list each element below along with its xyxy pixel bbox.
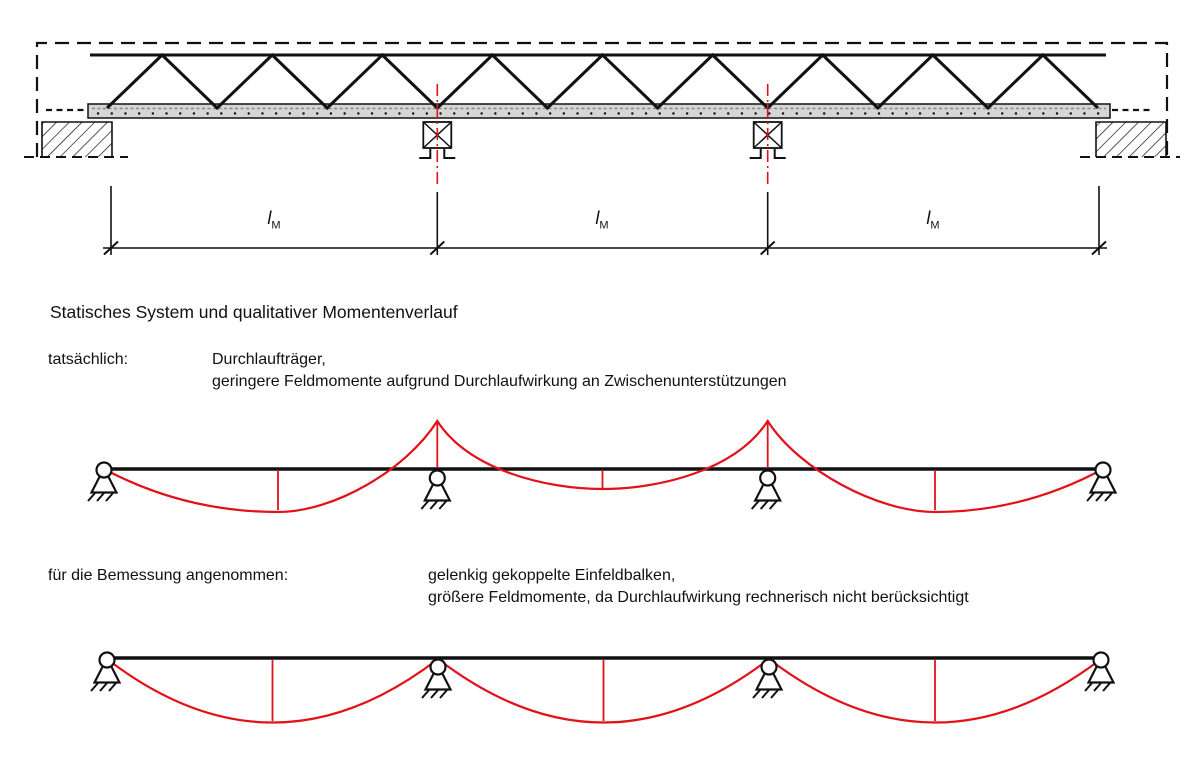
page-title: Statisches System und qualitativer Momen…	[50, 302, 458, 322]
pin-support-icon	[751, 658, 783, 700]
length-symbol-subscript: M	[599, 219, 609, 232]
masonry-wall-left-outline	[41, 121, 113, 157]
dimension-ticks	[103, 240, 1107, 256]
dashed-envelope-outline	[35, 41, 1169, 157]
dimension-chain	[103, 186, 1107, 256]
pin-support-icon	[86, 461, 118, 503]
length-symbol-subscript: M	[271, 219, 281, 232]
pin-support-icon	[420, 658, 452, 700]
truss-diagonals	[105, 52, 1100, 111]
assumed-system-desc-line2: größere Feldmomente, da Durchlaufwirkung…	[428, 589, 969, 606]
length-symbol-subscript: M	[930, 219, 940, 232]
assumed-system-label: für die Bemessung angenommen:	[48, 567, 289, 584]
masonry-wall-right-outline	[1095, 121, 1167, 157]
length-symbol: l	[926, 208, 931, 228]
span-length-label: lM	[926, 208, 939, 232]
masonry-wall-right	[1096, 122, 1166, 157]
masonry-wall-left	[42, 122, 112, 157]
span-length-label: lM	[267, 208, 280, 232]
concrete-plank	[87, 103, 1111, 119]
length-symbol: l	[267, 208, 272, 228]
continuous-beam-diagram	[86, 418, 1117, 514]
actual-system-label: tatsächlich:	[48, 351, 129, 368]
actual-system-desc-line1: Durchlaufträger,	[212, 351, 326, 368]
moment-ordinates	[277, 421, 936, 510]
pin-support-icon	[750, 469, 782, 511]
length-symbol: l	[595, 208, 600, 228]
coupled-beams-diagram	[89, 651, 1115, 724]
pin-support-icon	[420, 469, 451, 511]
moment-ordinates	[271, 660, 936, 721]
moment-curves-simple-spans	[106, 658, 1102, 724]
pin-support-icon	[89, 651, 121, 693]
actual-system-desc-line2: geringere Feldmomente aufgrund Durchlauf…	[212, 373, 787, 390]
moment-curve-continuous	[103, 418, 1104, 514]
span-length-label: lM	[595, 208, 608, 232]
truss-section-drawing	[24, 41, 1180, 256]
assumed-system-desc-line1: gelenkig gekoppelte Einfeldbalken,	[428, 567, 676, 584]
